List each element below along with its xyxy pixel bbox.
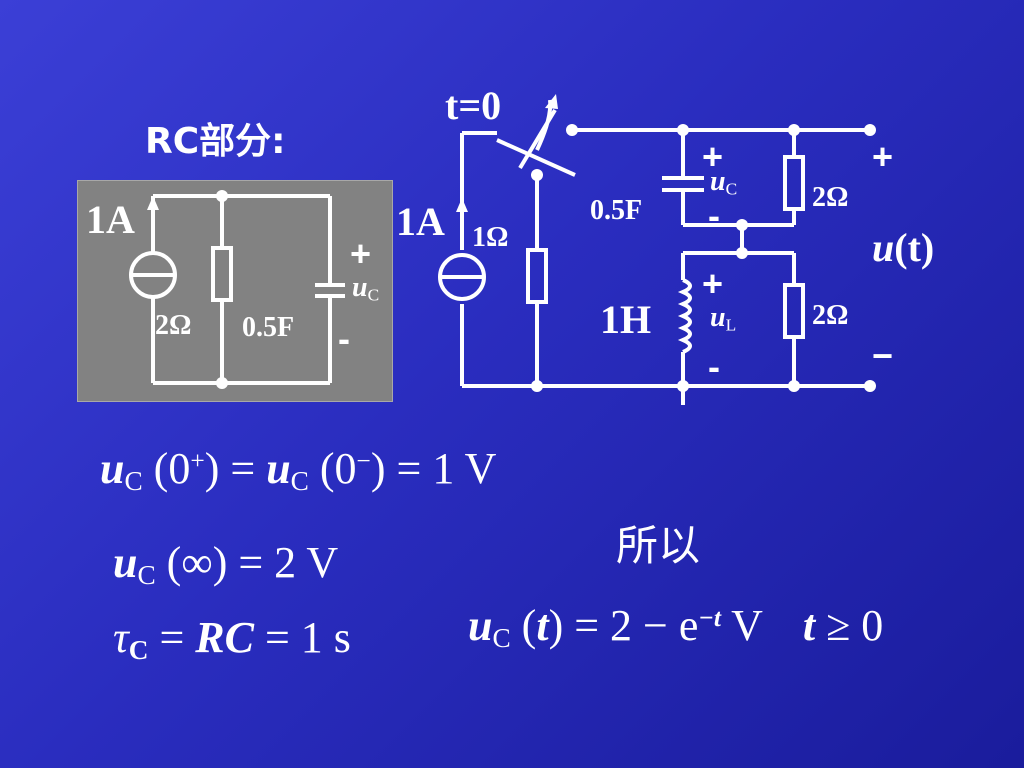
ind-minus-sign: - [708,346,720,387]
r-top-label: 2Ω [812,182,849,213]
rc-resistor-icon [211,246,233,302]
ul-label: uL [710,302,737,335]
uc-label: uC [710,166,738,199]
resistor-1ohm-icon [526,248,548,304]
ind-plus-sign: + [702,263,724,304]
r1-label: 1Ω [472,222,509,253]
rc-minus-sign: - [338,318,350,359]
section-title: RC部分: [145,121,286,162]
inductor-icon [677,278,692,354]
main-source-label: 1A [396,199,445,244]
so-label: 所以 [616,521,701,570]
r-bottom-label: 2Ω [812,300,849,331]
equation-time-constant: τC = RC = 1 s [113,613,351,665]
rc-resistor-label: 2Ω [155,310,192,341]
rc-panel-wires [151,194,332,385]
rc-uc-label: uC [352,272,380,305]
output-minus-sign: − [872,335,894,376]
capacitor-label: 0.5F [590,195,643,226]
switch-label: t=0 [445,83,502,128]
rc-plus-sign: + [350,233,372,274]
rc-source-label: 1A [86,197,135,242]
output-voltage-label: u(t) [872,225,935,270]
output-plus-sign: + [872,136,894,177]
inductor-label: 1H [600,297,652,342]
main-circuit-wires [460,128,870,405]
resistor-bottom-2ohm-icon [783,283,805,339]
equation-initial-value: uC (0+) = uC (0−) = 1 V [100,444,497,496]
cap-minus-sign: - [708,195,720,236]
rc-capacitor-label: 0.5F [242,312,295,343]
cap-plus-sign: + [702,136,724,177]
rc-subcircuit-panel [77,180,393,402]
resistor-top-2ohm-icon [783,155,805,211]
junction-dots [216,124,876,392]
equation-final-value: uC (∞) = 2 V [113,538,339,590]
switch-icon [496,99,576,177]
